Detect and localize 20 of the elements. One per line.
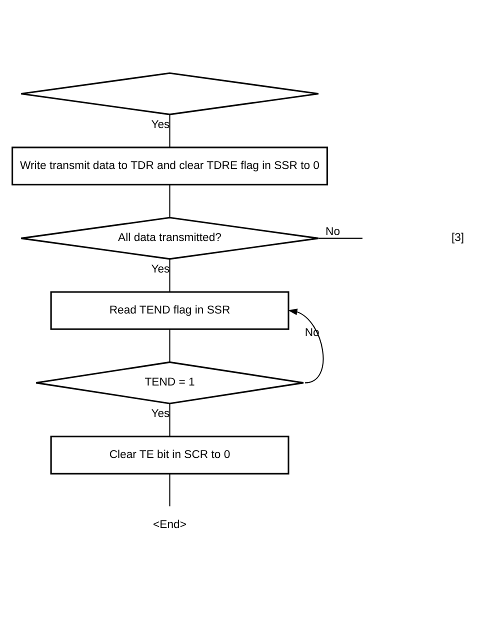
node-diamond: [20, 72, 320, 116]
node-box: Write transmit data to TDR and clear TDRE flag in SSR to 0: [12, 146, 328, 186]
connector: [169, 259, 170, 292]
connector: [169, 404, 170, 436]
arrow: [288, 308, 324, 384]
node-box: Read TEND flag in SSR: [50, 291, 290, 330]
node-diamond: TEND = 1: [35, 361, 304, 404]
label: [3]: [451, 232, 464, 244]
connector: [318, 238, 362, 239]
connector: [169, 329, 170, 362]
connector: [169, 184, 170, 218]
connector: [169, 474, 170, 506]
node-box: Clear TE bit in SCR to 0: [50, 436, 290, 474]
node-diamond: All data transmitted?: [20, 216, 320, 260]
edge-label: Yes: [151, 408, 170, 420]
connector: [169, 114, 170, 148]
node-text: <End>: [153, 519, 186, 532]
edge-label: Yes: [151, 263, 170, 276]
edge-label: No: [326, 226, 340, 238]
edge-label: Yes: [151, 118, 170, 131]
